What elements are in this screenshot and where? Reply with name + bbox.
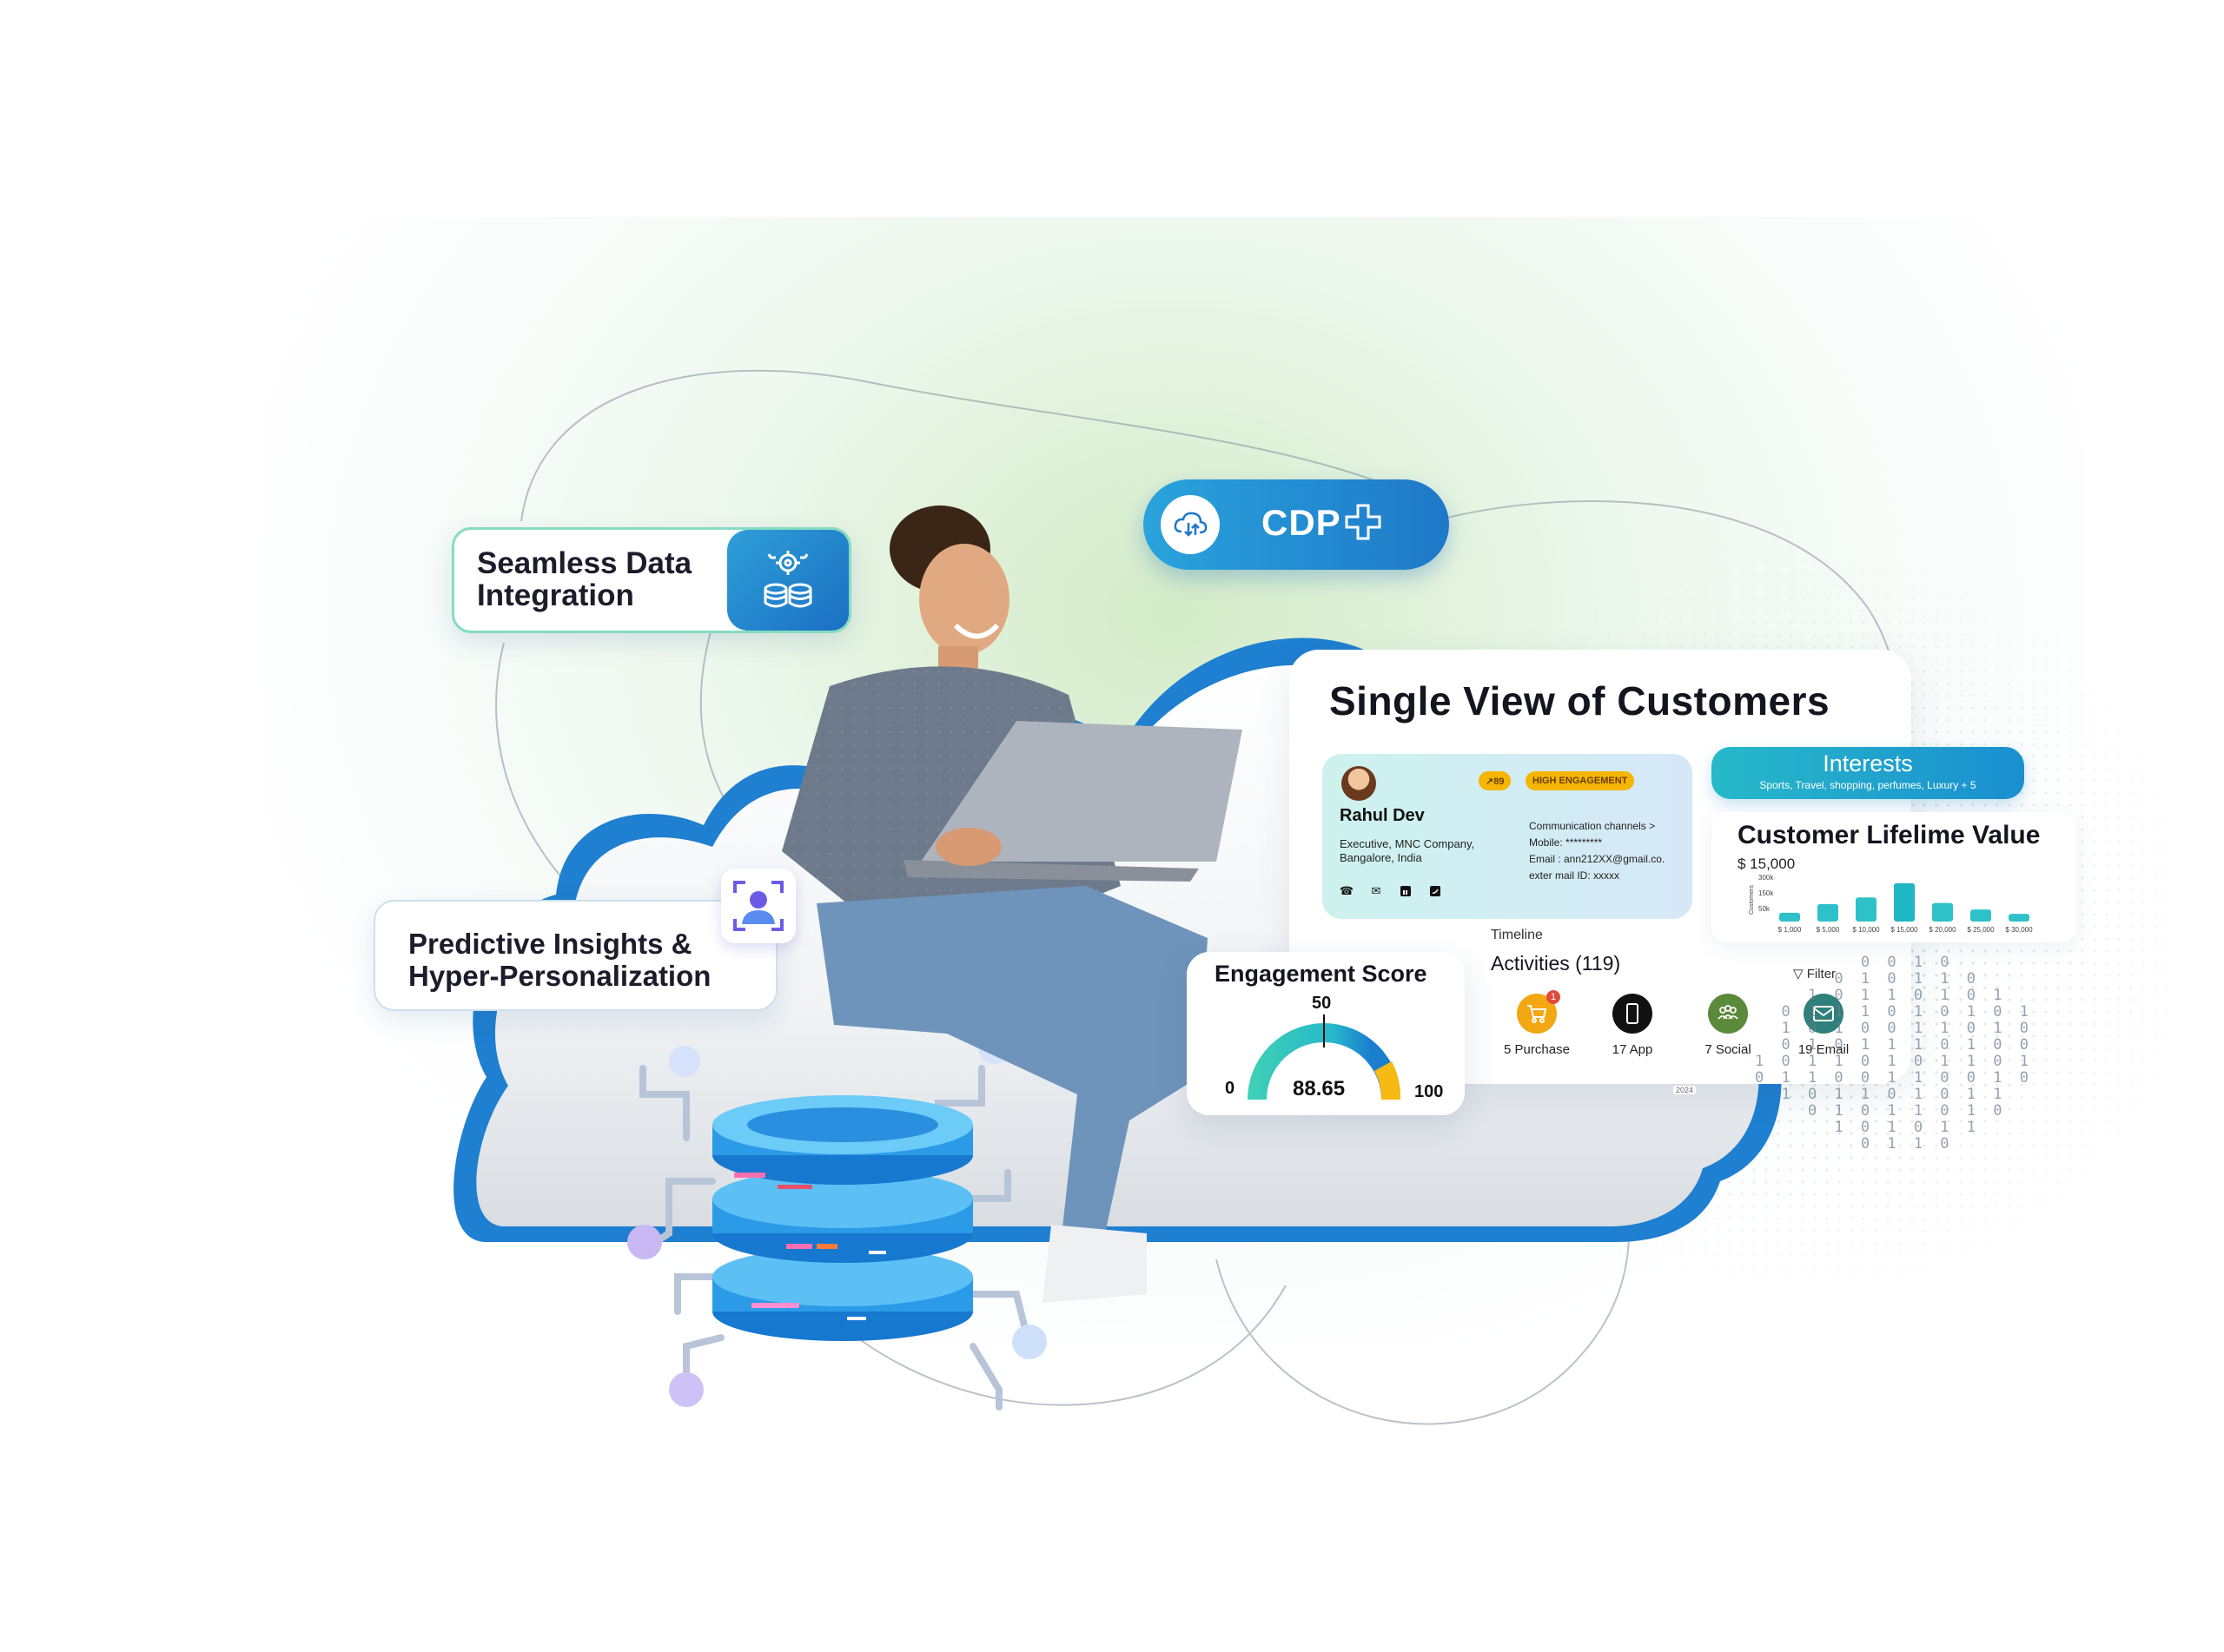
interests-panel[interactable]: Interests Sports, Travel, shopping, perf…: [1711, 747, 2024, 799]
bar: [2009, 914, 2029, 922]
predictive-line2: Hyper-Personalization: [408, 960, 712, 992]
people-icon: [1708, 994, 1748, 1034]
customer-name: Rahul Dev: [1340, 806, 1425, 825]
email-text: Email : ann212XX@gmail.co.: [1529, 853, 1665, 865]
cdp-label: CDP: [1261, 502, 1341, 543]
bar: [1970, 909, 1991, 922]
ext-email-text: exter mail ID: xxxxx: [1529, 869, 1620, 882]
single-view-title: Single View of Customers: [1329, 678, 1830, 724]
bar: [1932, 902, 1953, 922]
filter-icon: ▽: [1793, 967, 1804, 981]
bar: [1779, 912, 1800, 922]
clv-value: $ 15,000: [1738, 856, 1796, 872]
activity-email[interactable]: 19 Email: [1793, 994, 1854, 1057]
phone-app-icon: [1612, 994, 1652, 1034]
gauge-min-label: 0: [1225, 1079, 1235, 1098]
customer-lifetime-value-card: Customer Lifelime Value $ 15,000 Custome…: [1711, 812, 2076, 942]
twitter-icon[interactable]: [1428, 884, 1442, 898]
avatar: [1341, 766, 1376, 801]
mail-icon[interactable]: ✉: [1371, 884, 1381, 897]
gauge-mid-label: 50: [1312, 994, 1332, 1013]
cart-icon: 1: [1517, 990, 1560, 1034]
activity-social[interactable]: 7 Social: [1698, 994, 1758, 1057]
predictive-line1: Predictive Insights &: [408, 928, 692, 960]
score-badge: ↗89: [1479, 771, 1512, 790]
cdp-badge: CDP: [1143, 479, 1449, 570]
x-tick-label: $ 15,000: [1890, 926, 1918, 934]
clv-title: Customer Lifelime Value: [1738, 821, 2041, 849]
linkedin-icon[interactable]: [1399, 884, 1413, 898]
interests-title: Interests: [1823, 750, 1913, 776]
predictive-insights-badge: Predictive Insights & Hyper-Personalizat…: [374, 900, 778, 1011]
cloud-sync-icon: [1161, 495, 1220, 554]
x-tick-label: $ 10,000: [1852, 926, 1880, 934]
phone-icon[interactable]: ☎: [1339, 884, 1354, 897]
year-label: 2024: [1673, 1086, 1697, 1094]
activity-label: 7 Social: [1704, 1042, 1751, 1057]
gauge-max-label: 100: [1414, 1082, 1444, 1101]
x-tick-label: $ 5,000: [1817, 926, 1840, 934]
seamless-line2: Integration: [477, 578, 634, 612]
mobile-text: Mobile: *********: [1529, 836, 1603, 849]
seamless-data-integration-badge: Seamless Data Integration: [452, 527, 851, 633]
customer-role: Executive, MNC Company, Bangalore, India: [1340, 837, 1475, 864]
binary-digits-decoration: 0 0 1 0 0 1 0 1 1 0 1 0 1 1 0 1 0 1 0 1 …: [1755, 954, 2033, 1153]
x-tick-label: $ 30,000: [2005, 926, 2033, 934]
engagement-score-card: Engagement Score 50 0 100 88.65: [1187, 952, 1465, 1115]
engagement-title: Engagement Score: [1215, 961, 1427, 987]
filter-label: Filter: [1806, 967, 1837, 981]
bar: [1856, 897, 1876, 922]
bar: [1817, 903, 1838, 922]
plus-icon: [1341, 500, 1385, 548]
activity-label: 5 Purchase: [1504, 1042, 1570, 1057]
engagement-value: 88.65: [1293, 1077, 1346, 1100]
engagement-gauge: [1248, 1014, 1401, 1100]
y-axis-label: Customers: [1749, 885, 1755, 915]
contact-info: Communication channels > Mobile: *******…: [1529, 818, 1691, 884]
x-tick-label: $ 1,000: [1778, 926, 1802, 934]
y-tick-label: 50k: [1758, 905, 1771, 913]
timeline-label: Timeline: [1491, 928, 1543, 942]
person-with-laptop-graphic: [782, 506, 1242, 1303]
activity-purchase[interactable]: 1 5 Purchase: [1504, 990, 1570, 1057]
activity-app[interactable]: 17 App: [1602, 994, 1663, 1057]
x-tick-label: $ 25,000: [1967, 926, 1995, 934]
interests-items: Sports, Travel, shopping, perfumes, Luxu…: [1759, 779, 1976, 791]
bar: [1894, 882, 1915, 922]
x-tick-label: $ 20,000: [1929, 926, 1956, 934]
seamless-badge-text: Seamless Data Integration: [477, 547, 738, 611]
activity-label: 19 Email: [1797, 1042, 1850, 1057]
customer-profile-card[interactable]: ↗89 HIGH ENGAGEMENT Rahul Dev Executive,…: [1322, 754, 1692, 919]
social-icons: ☎ ✉: [1340, 884, 1442, 898]
gear-database-icon: [727, 530, 849, 631]
activity-label: 17 App: [1612, 1042, 1653, 1057]
database-stack-graphic: [627, 948, 1138, 1411]
engagement-badge: HIGH ENGAGEMENT: [1526, 771, 1635, 790]
y-tick-label: 300k: [1758, 874, 1774, 882]
channels-link[interactable]: Communication channels >: [1529, 820, 1656, 832]
y-tick-label: 150k: [1758, 889, 1774, 897]
seamless-line1: Seamless Data: [477, 546, 692, 580]
email-icon: [1804, 994, 1843, 1034]
activities-label: Activities (119): [1491, 952, 1621, 975]
notification-badge: 1: [1546, 990, 1560, 1004]
face-scan-icon: [721, 869, 796, 943]
filter-button[interactable]: ▽ Filter: [1793, 966, 1836, 981]
